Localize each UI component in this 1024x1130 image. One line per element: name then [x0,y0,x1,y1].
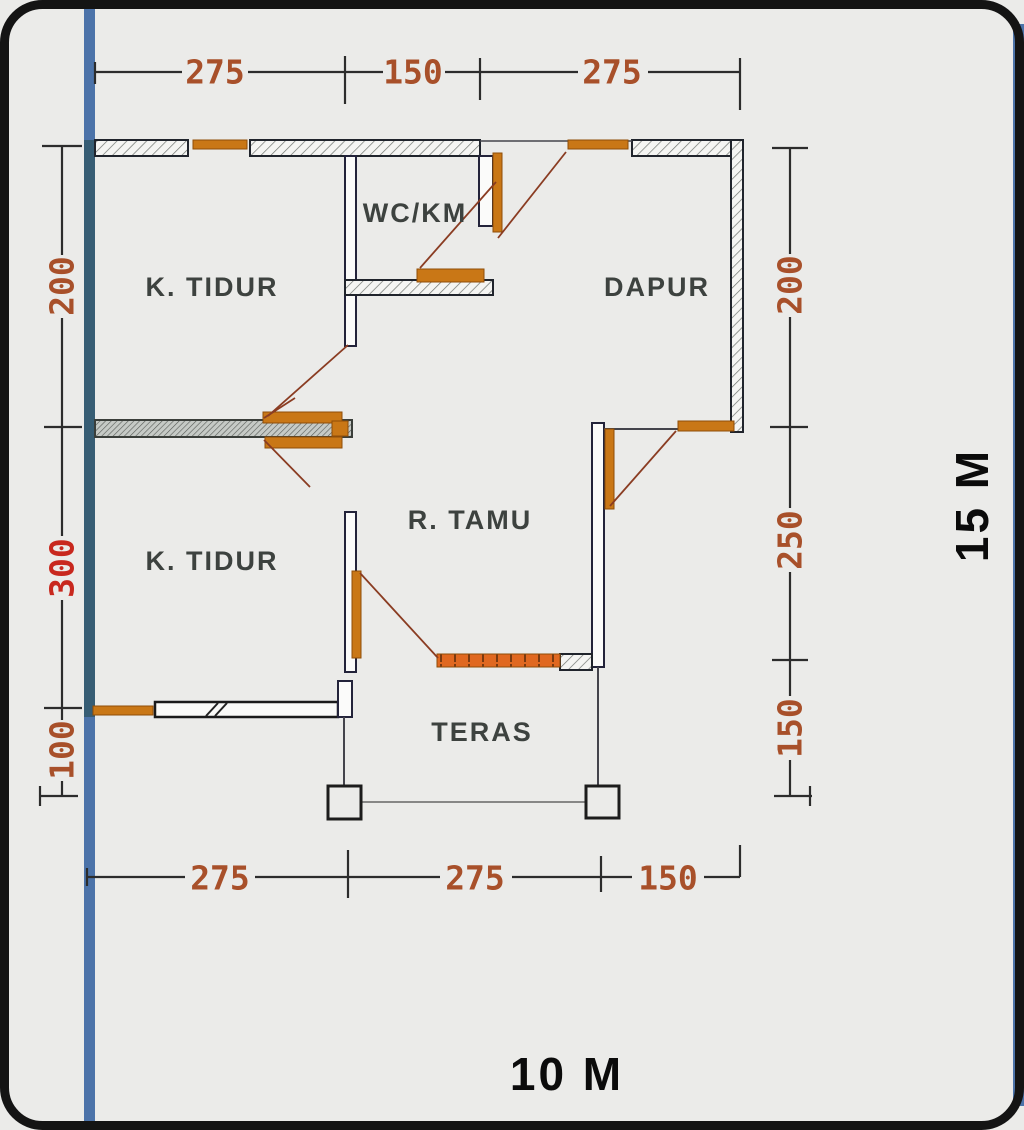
door-wc-bottom [416,268,485,283]
wall-front-jamb [559,653,593,671]
door-swing-lines [263,151,677,659]
dim-bottom-3: 150 [638,859,698,898]
door-leaf-rtamu-left [351,570,362,659]
dim-line-bottom [85,845,742,898]
door-leaf-dapur [604,428,615,510]
window-top-right [567,139,629,150]
window-dapur-bottom [677,420,735,432]
dim-top-2: 150 [383,53,443,92]
room-label-dapur: DAPUR [604,272,710,302]
swing-bedroom1-c [263,439,311,488]
dim-right-2: 250 [771,510,810,570]
dim-left-2: 300 [43,538,82,598]
dim-line-left [38,144,82,806]
swing-dapur-top [497,151,567,239]
front-door [436,653,561,668]
wall-wc-right [478,155,494,227]
teras-pillars [326,784,621,821]
wall-bottom-left-junction [337,680,353,718]
dimension-lines [38,56,812,898]
wall-top-b [249,139,481,157]
site-width-label: 10 M [510,1048,624,1100]
doors-and-windows [92,139,735,716]
dim-left-3: 100 [43,720,82,780]
window-bedroom2-bottom [92,705,154,716]
door-leaf-wc-top [492,152,503,233]
wall-top-a [94,139,189,157]
dim-right-1: 200 [771,255,810,315]
dim-line-top [93,56,742,110]
dim-right-3: 150 [771,698,810,758]
swing-bedroom1-a [267,344,349,417]
dim-line-right [770,146,812,806]
dim-top-3: 275 [582,53,642,92]
pillar-left [326,784,363,821]
door-corner-block [331,420,349,437]
door-bedroom1-bar-upper [262,411,343,424]
wall-rtamu-right [591,422,605,668]
wall-middle-interior [94,419,353,438]
left-exterior-wall-overlay [84,140,95,717]
door-bedroom1-bar-lower [264,436,343,449]
room-label-bedroom-2: K. TIDUR [146,546,279,576]
wall-bottom-left [153,700,340,719]
room-label-teras: TERAS [431,717,533,747]
room-label-wc: WC/KM [363,198,467,228]
swing-dapur-entry [609,430,677,507]
wall-break-marks [205,702,228,717]
dim-bottom-2: 275 [445,859,505,898]
dim-bottom-1: 275 [190,859,250,898]
wall-wc-left [344,155,357,347]
wall-right [730,139,744,433]
room-label-bedroom-1: K. TIDUR [146,272,279,302]
swing-bedroom1-b [263,397,296,419]
wall-top-c [631,139,738,157]
site-height-label: 15 M [946,448,998,562]
swing-front-door [359,572,439,659]
pillar-right [584,784,621,820]
dim-top-1: 275 [185,53,245,92]
dim-left-1: 200 [43,256,82,316]
room-label-rtamu: R. TAMU [408,505,532,535]
window-top-left [192,139,248,150]
swing-wc [419,181,497,269]
